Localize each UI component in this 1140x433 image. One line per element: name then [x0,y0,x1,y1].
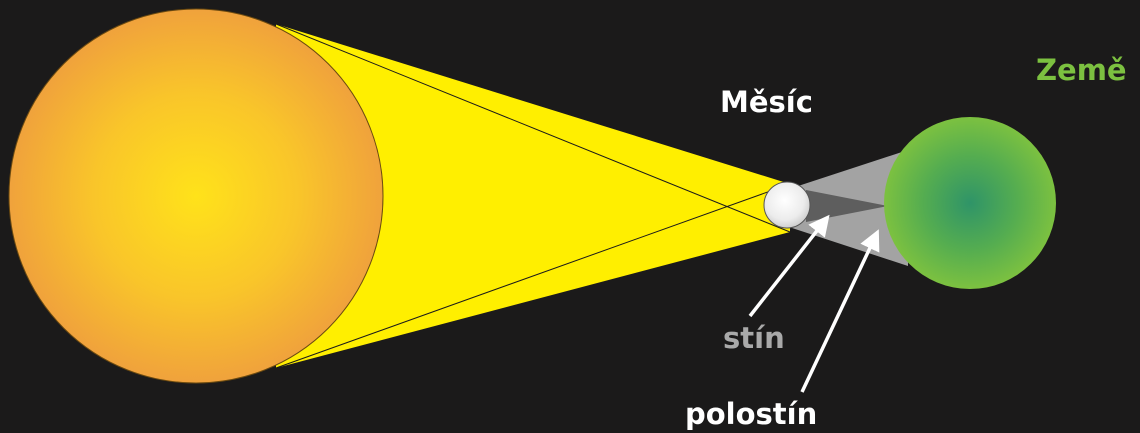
umbra-label: stín [723,321,785,355]
earth [884,117,1056,289]
moon [764,182,810,228]
penumbra-arrow [802,233,877,392]
penumbra-label: polostín [685,397,817,431]
sun [9,9,383,383]
earth-label: Země [1036,53,1127,87]
moon-label: Měsíc [720,85,813,119]
